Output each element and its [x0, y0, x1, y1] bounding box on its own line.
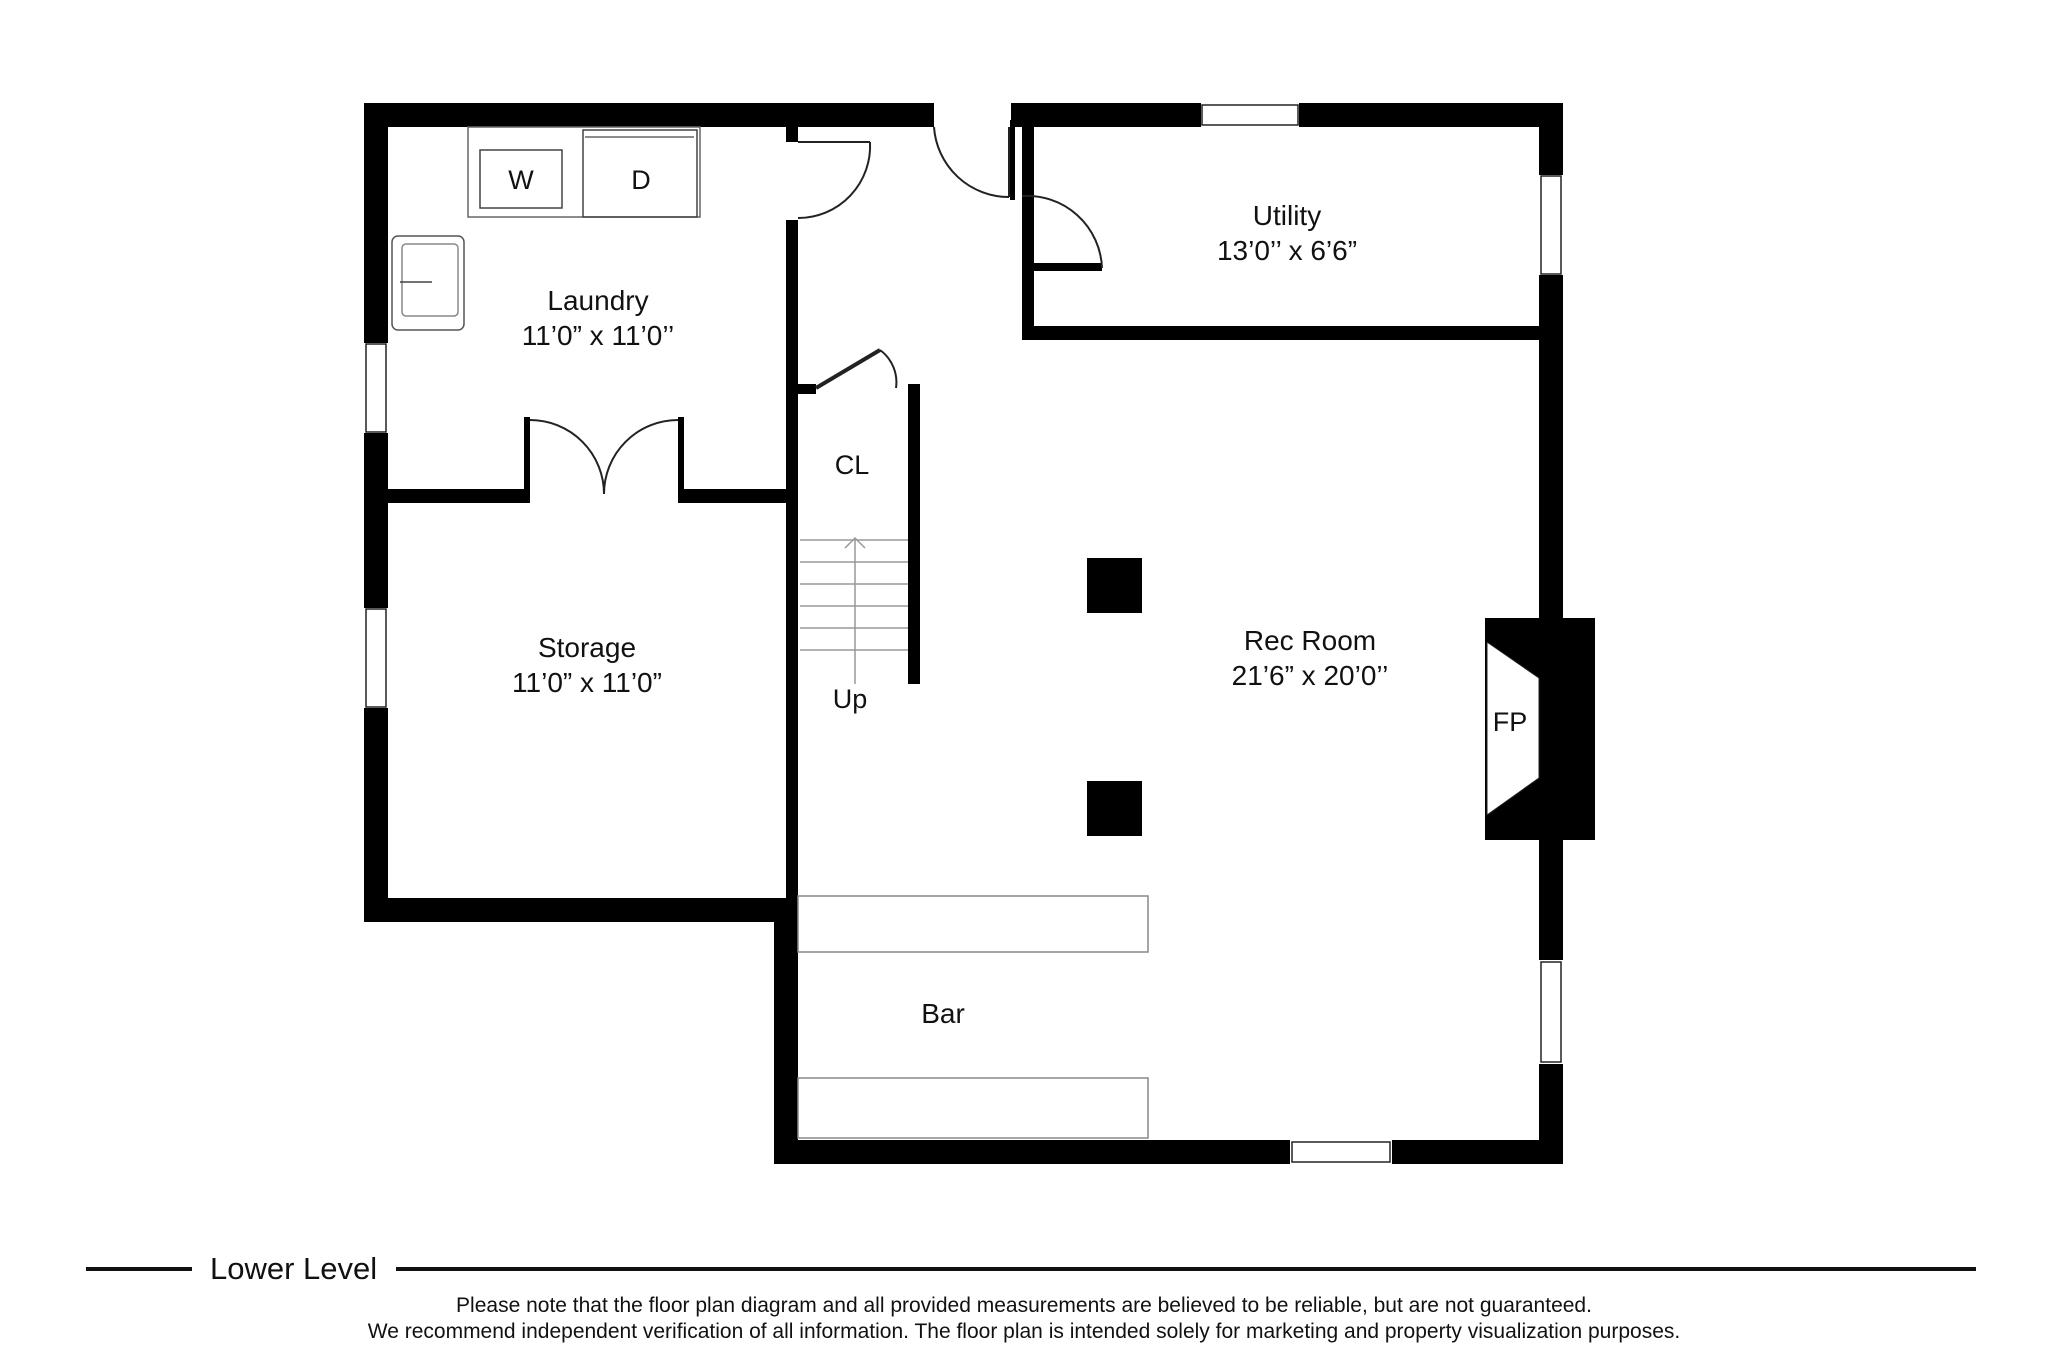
floor-title-row: Lower Level: [86, 1249, 1976, 1289]
floor-plan: W D CL Up FP Laundry 11’0” x 11’0’’ Util…: [364, 103, 1595, 1164]
dryer: [582, 129, 698, 218]
laundry-dims: 11’0” x 11’0’’: [522, 320, 675, 351]
utility-name: Utility: [1253, 200, 1321, 231]
window: [1201, 104, 1299, 126]
floor-title: Lower Level: [210, 1251, 378, 1286]
columns: [1087, 558, 1142, 836]
window: [1540, 961, 1562, 1063]
storage-name: Storage: [538, 632, 636, 663]
dryer-label: D: [631, 165, 651, 195]
windows: [365, 104, 1562, 1163]
laundry-fixtures: [391, 126, 701, 331]
rec-room-dims: 21’6” x 20’0’’: [1232, 660, 1389, 691]
fireplace: [1485, 618, 1595, 840]
stairs-up-label: Up: [833, 684, 868, 714]
window: [1291, 1141, 1391, 1163]
closet-label: CL: [835, 450, 870, 480]
walls: [364, 103, 1563, 1164]
storage-dims: 11’0” x 11’0”: [512, 667, 662, 698]
window: [365, 608, 387, 708]
disclaimer-line-2: We recommend independent verification of…: [367, 1320, 1681, 1343]
bar-counters: [797, 895, 1149, 1139]
column: [1087, 558, 1142, 613]
sink: [391, 235, 465, 331]
column: [1087, 781, 1142, 836]
washer-label: W: [508, 165, 534, 195]
utility-dims: 13’0’’ x 6’6”: [1217, 235, 1357, 266]
bar-name: Bar: [921, 998, 965, 1029]
stairs: [800, 536, 908, 684]
bar-counter: [797, 1077, 1149, 1139]
doors: [529, 126, 1103, 495]
bar-counter: [797, 895, 1149, 953]
fireplace-label: FP: [1493, 707, 1528, 737]
rec-room-name: Rec Room: [1244, 625, 1376, 656]
divider-right: [396, 1267, 1976, 1271]
disclaimer-line-1: Please note that the floor plan diagram …: [456, 1294, 1592, 1317]
divider-left: [86, 1267, 192, 1271]
laundry-name: Laundry: [547, 285, 648, 316]
window: [1540, 175, 1562, 275]
counter: [467, 126, 701, 218]
washer: [479, 149, 563, 209]
window: [365, 343, 387, 433]
